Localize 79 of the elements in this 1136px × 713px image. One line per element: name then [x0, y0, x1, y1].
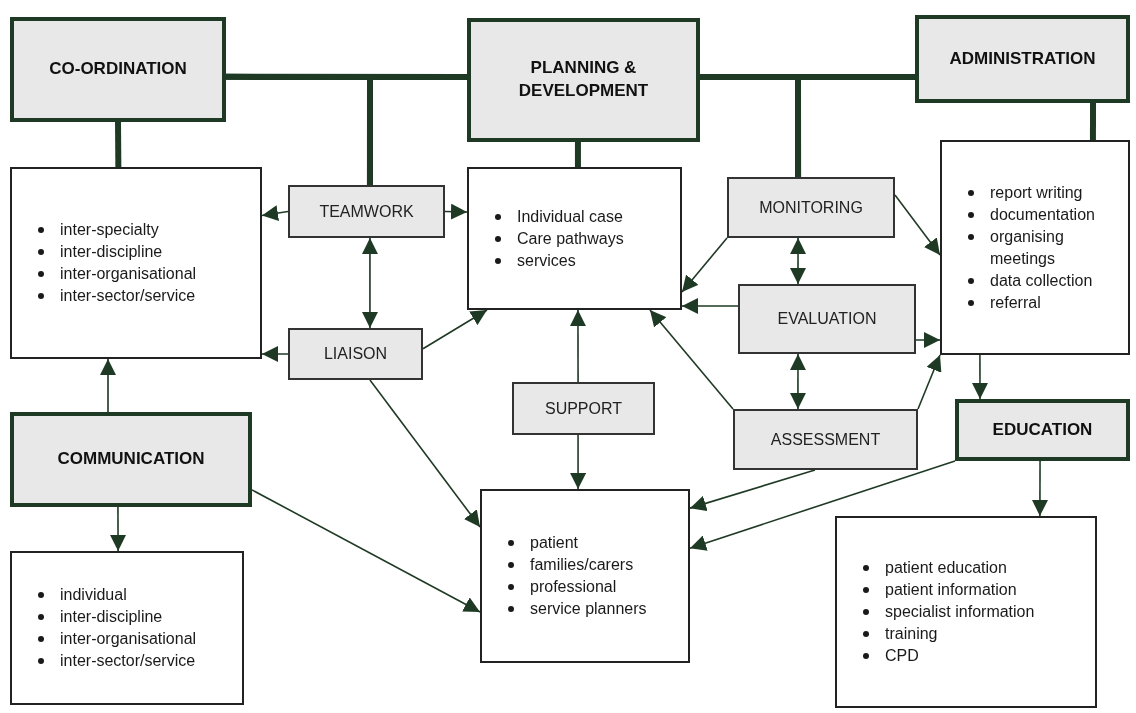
heading-box: [10, 17, 226, 122]
list-item: specialist information: [885, 603, 1035, 620]
heading-box: [10, 412, 252, 507]
arrow: [361, 237, 378, 329]
list-item: services: [517, 251, 576, 269]
arrow: [569, 309, 586, 383]
list-item: inter-discipline: [60, 608, 163, 625]
heading-box: [467, 18, 700, 142]
box-label: ASSESSMENT: [770, 430, 881, 449]
list-item: families/carers: [530, 556, 634, 573]
box-label: TEAMWORK: [319, 202, 414, 221]
list-box: [480, 489, 690, 663]
list-item: inter-organisational: [60, 630, 197, 647]
activity-box: [512, 382, 655, 435]
list-item: inter-discipline: [60, 243, 163, 260]
arrow: [790, 237, 807, 285]
list-item: Individual case: [517, 207, 623, 225]
arrow: [110, 506, 127, 552]
list-box: [835, 516, 1097, 708]
list-item: service planners: [530, 600, 647, 617]
list-item: referral: [990, 293, 1041, 311]
heading-box: [915, 15, 1130, 103]
arrow: [917, 354, 942, 410]
activity-box: [733, 409, 918, 470]
list-item: professional: [530, 578, 617, 595]
box-label: ADMINISTRATION: [949, 47, 1096, 70]
connector-line: [366, 74, 467, 185]
box-label: EVALUATION: [777, 310, 877, 328]
arrow: [100, 358, 116, 413]
box-label: LIAISON: [323, 345, 388, 363]
box-label: MONITORING: [759, 198, 863, 217]
activity-box: [738, 284, 916, 354]
arrow: [444, 203, 468, 220]
arrow: [972, 354, 988, 400]
connector-line: [115, 121, 122, 168]
connector-line: [574, 142, 581, 167]
activity-box: [727, 177, 895, 238]
list-item: data collection: [990, 271, 1093, 289]
arrow: [261, 346, 289, 362]
box-label: PLANNING & DEVELOPMENT: [517, 57, 650, 102]
list-item: patient information: [885, 581, 1017, 598]
arrow: [369, 379, 481, 528]
arrow: [1031, 460, 1048, 517]
activity-box: [288, 328, 423, 380]
arrow: [422, 309, 488, 350]
list-box: [10, 167, 262, 359]
connector-line: [1089, 103, 1096, 140]
arrow: [570, 434, 587, 490]
arrow: [915, 332, 941, 348]
box-label: CO-ORDINATION: [49, 58, 187, 81]
list-item: individual: [60, 586, 127, 603]
list-box: [940, 140, 1130, 355]
arrow: [649, 309, 734, 410]
arrow: [681, 237, 728, 293]
box-label: COMMUNICATION: [57, 448, 205, 471]
list-box: [467, 167, 682, 310]
arrow: [261, 205, 289, 221]
list-item: Care pathways: [517, 229, 624, 247]
arrow: [689, 460, 956, 551]
list-item: patient: [530, 534, 579, 551]
list-item: CPD: [885, 647, 919, 664]
arrow: [251, 489, 481, 613]
activity-box: [288, 185, 445, 238]
list-item: inter-sector/service: [60, 287, 196, 304]
list-item: inter-specialty: [60, 221, 159, 238]
box-label: SUPPORT: [544, 399, 623, 418]
list-item: report writing: [990, 183, 1083, 201]
list-item: inter-organisational: [60, 265, 197, 282]
arrow: [894, 194, 941, 256]
heading-box: [955, 399, 1130, 461]
list-box: [10, 551, 244, 705]
box-label: EDUCATION: [992, 418, 1093, 441]
list-item: training: [885, 625, 938, 642]
list-item: patient education: [885, 559, 1007, 576]
arrow: [789, 353, 806, 410]
list-item: inter-sector/service: [60, 652, 196, 669]
arrow: [681, 298, 739, 314]
list-item: documentation: [990, 205, 1095, 223]
arrow: [689, 469, 816, 512]
